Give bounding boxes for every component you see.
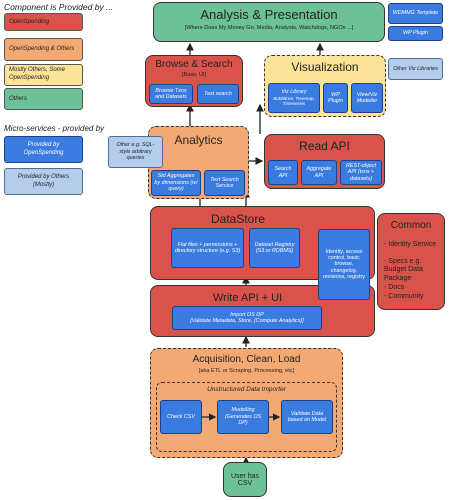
viz-wp-plugin-box: WP Plugin [323,83,348,113]
text-search-service-box: Text Search Service [204,170,245,196]
legend-openspending-others-label: OpenSpending & Others [9,45,75,52]
legend-openspending-others: OpenSpending & Others [4,38,83,61]
rest-object-api-box: REST-object API (txns + datasets) [340,160,382,185]
text-search-box: Text search [197,84,239,104]
legend-mostly-others: Mostly Others, Some OpenSpending [4,64,83,86]
write-api-title: Write API + UI [213,292,283,304]
user-has-csv-box: User has CSV [223,462,267,497]
identity-access-box: Identity, access control, basic browse, … [318,229,370,300]
browse-subtitle: [Basic UI] [182,72,206,78]
legend-mostly-others-label: Mostly Others, Some OpenSpending [9,67,66,81]
import-os-dp-sub: [Validate Metadata, Store, (Compute Anal… [190,318,304,324]
datastore-title: DataStore [211,212,266,226]
legend-others: Others [4,88,83,110]
viz-library-box: Viz Library Bubbltree, Treemap, Timeseri… [268,83,320,113]
acquisition-title: Acquisition, Clean, Load [192,354,301,365]
legend-component-title: Component is Provided by ... [4,2,114,12]
analytics-title: Analytics [174,133,223,147]
viz-library-sub: Bubbltree, Treemap, Timeseries [273,95,315,107]
search-api-box: Search API [268,160,298,185]
common-box: Common - Identity Service - Specs e.g. B… [377,213,445,310]
flat-files-box: Flat files + permissions + directory str… [171,228,244,268]
legend-others-label: Others [9,96,28,102]
browse-txns-box: Browse Txns and Datasets [149,84,193,104]
read-api-title: Read API [299,139,350,153]
dataset-registry-box: Dataset Registry (S3 or RDBMS) [249,228,300,268]
common-docs-item: - Docs [384,284,405,291]
aggregate-api-box: Aggregate API [301,160,337,185]
analysis-wp-plugin-box: WP Plugin [388,26,443,41]
import-os-dp-label: Import OS DP [230,311,264,318]
common-specs-item: - Specs e.g. Budget Data Package [384,258,423,282]
std-aggregates-box: Std Aggregates by dimensions (w/ query) [151,170,201,196]
validate-data-box: Validate Data based on Model [281,400,333,434]
wdmmg-template-box: WDMMG Template [388,3,443,24]
legend-micro-title: Micro-services - provided by [4,124,105,133]
other-viz-libraries-box: Other Viz Libraries [388,58,443,80]
import-os-dp-box: Import OS DP [Validate Metadata, Store, … [172,306,322,330]
legend-provided-others: Provided by Others (Mostly) [4,168,83,195]
analysis-title: Analysis & Presentation [200,7,338,22]
analysis-presentation-box: Analysis & Presentation [Where Does My M… [153,2,385,42]
check-csv-box: Check CSV [160,400,202,434]
importer-title: Unstructured Data Importer [207,386,286,393]
other-sql-queries-box: Other e.g. SQL-style arbitrary queries [108,136,163,168]
common-title: Common [390,220,432,231]
view-viz-modeller-box: View/Viz Modeller [351,83,383,113]
legend-openspending: OpenSpending [4,13,83,31]
legend-provided-openspending: Provided by OpenSpending [4,136,83,163]
analysis-subtitle: [Where Does My Money Go, Media, Analysts… [184,25,354,31]
browse-title: Browse & Search [155,59,233,70]
legend-openspending-label: OpenSpending [9,19,50,25]
viz-library-label: Viz Library [281,89,307,96]
common-identity-item: - Identity Service [384,241,437,248]
acquisition-subtitle: [aka ETL or Scraping, Processing, etc] [198,368,295,374]
visualization-title: Visualization [291,60,359,74]
modelling-box: Modelling (Generates OS DP) [217,400,269,434]
common-community-item: - Community [384,293,424,300]
